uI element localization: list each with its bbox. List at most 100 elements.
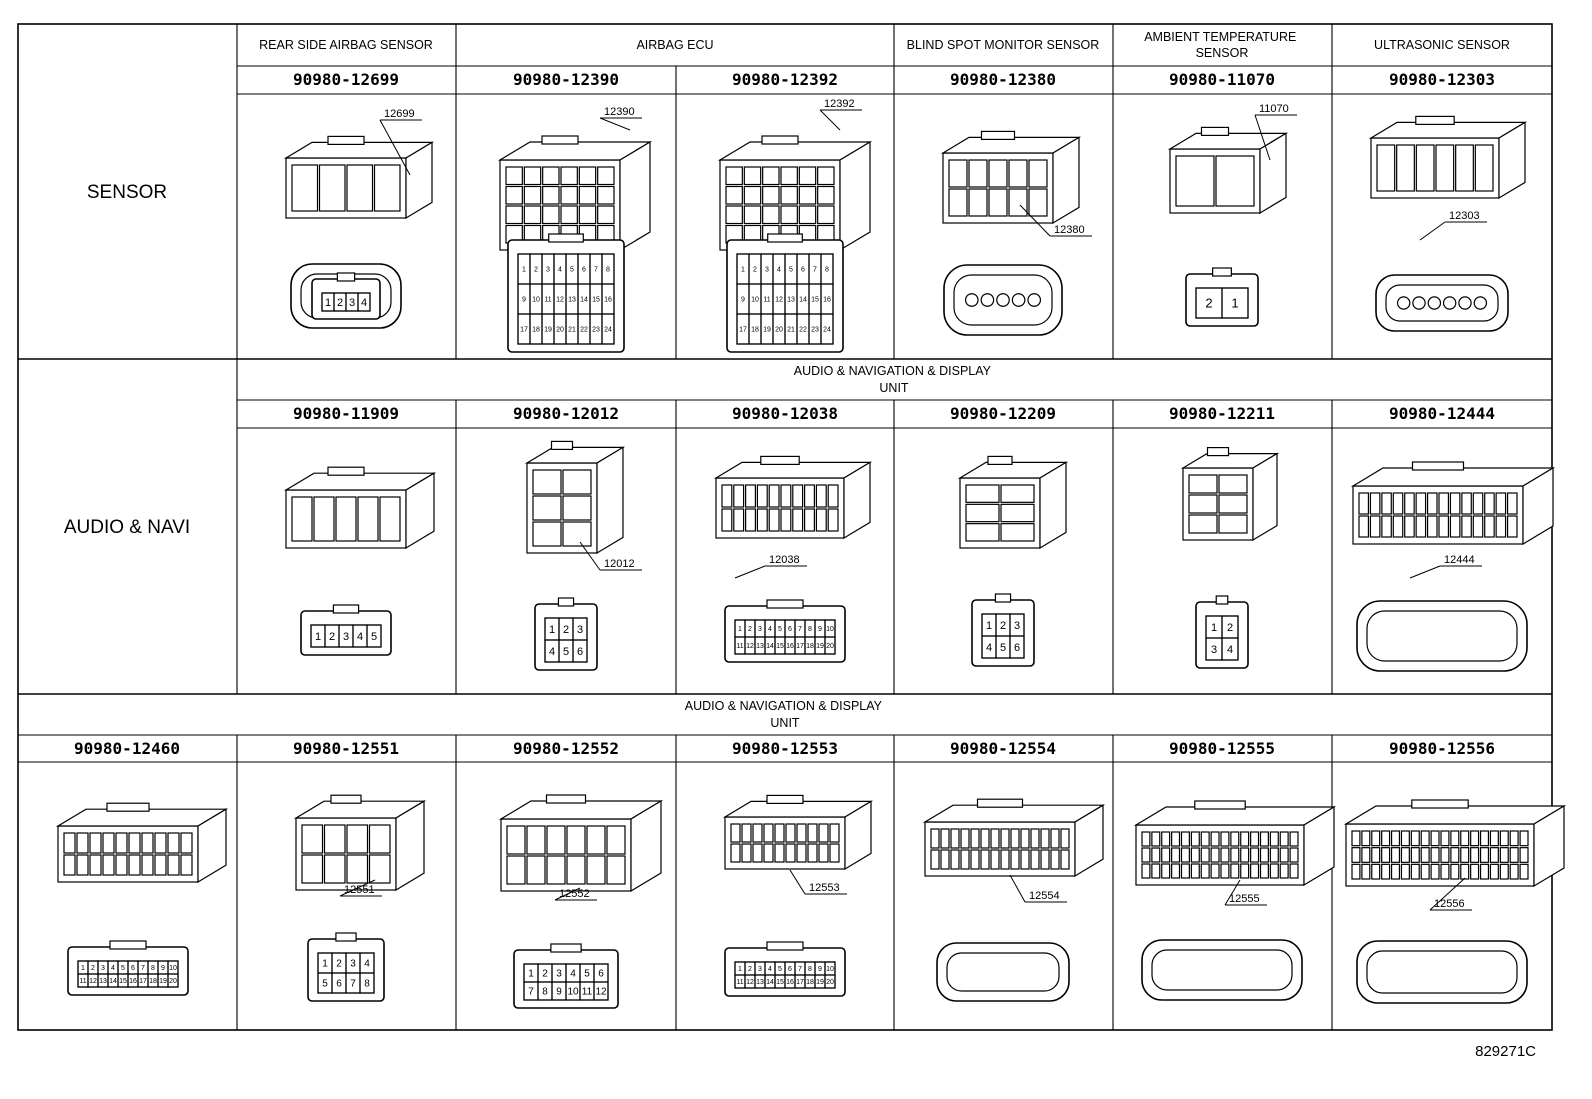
pin-number: 4	[357, 631, 363, 643]
pin-number: 11	[736, 979, 743, 986]
pin-number: 6	[336, 979, 342, 990]
pin-number: 9	[818, 966, 822, 973]
pin-number: 24	[823, 327, 831, 334]
pin-number: 6	[788, 626, 792, 633]
pin-number: 10	[532, 297, 540, 304]
pin-number: 1	[522, 267, 526, 274]
part-number: 90980-12556	[1389, 739, 1495, 758]
header-blind-spot-monitor-sensor: BLIND SPOT MONITOR SENSOR	[907, 38, 1100, 52]
pin-number: 1	[549, 624, 555, 636]
pin-number: 6	[598, 969, 604, 980]
pin-number: 1	[322, 959, 328, 970]
pin-number: 15	[776, 979, 784, 986]
connector-12390-housing	[497, 135, 653, 252]
pin-number: 3	[349, 297, 355, 309]
pin-number: 2	[1000, 620, 1006, 632]
pin-number: 2	[329, 631, 335, 643]
pin-number: 3	[577, 624, 583, 636]
part-number: 90980-12038	[732, 404, 838, 423]
pin-number: 12	[775, 297, 783, 304]
pin-number: 5	[778, 966, 782, 973]
connector-11909-housing	[283, 466, 437, 550]
pin-number: 3	[1014, 620, 1020, 632]
pin-number: 6	[1014, 642, 1020, 654]
pin-number: 2	[534, 267, 538, 274]
header-ambient-temperature-sensor: AMBIENT TEMPERATURE SENSOR	[1144, 30, 1300, 60]
pin-number: 9	[556, 987, 562, 998]
pin-number: 1	[1211, 622, 1217, 634]
pin-number: 1	[738, 626, 742, 633]
pin-number: 12	[89, 978, 97, 985]
pin-number: 15	[776, 643, 784, 650]
pin-number: 8	[808, 626, 812, 633]
pin-number: 11	[79, 978, 86, 985]
pin-number: 19	[816, 979, 824, 986]
pin-number: 17	[796, 643, 804, 650]
pin-number: 12	[556, 297, 564, 304]
pin-number: 18	[806, 979, 814, 986]
pin-number: 17	[796, 979, 804, 986]
pin-number: 18	[806, 643, 814, 650]
pin-number: 16	[786, 979, 794, 986]
pin-number: 1	[738, 966, 742, 973]
connector-12392-housing	[717, 135, 873, 252]
part-number: 90980-11070	[1169, 70, 1275, 89]
pin-number: 5	[584, 969, 590, 980]
callout-12038: 12038	[734, 554, 807, 579]
callout-label: 12392	[824, 98, 855, 110]
table-subgrid	[18, 24, 1552, 1030]
connector-12380-housing	[940, 130, 1082, 225]
pin-number: 14	[580, 297, 588, 304]
connector-12555-housing	[1133, 800, 1337, 887]
pin-number: 10	[751, 297, 759, 304]
pin-number: 20	[826, 979, 834, 986]
part-number: 90980-12552	[513, 739, 619, 758]
pin-number: 20	[169, 978, 177, 985]
pin-number: 2	[91, 965, 95, 972]
pin-number: 2	[748, 626, 752, 633]
callout-12380: 12380	[1019, 204, 1092, 237]
callout-label: 11070	[1259, 103, 1289, 115]
connector-12556-housing	[1343, 799, 1567, 888]
pin-number: 8	[825, 267, 829, 274]
pin-number: 5	[563, 646, 569, 658]
header-line-2: UNIT	[770, 716, 800, 730]
part-number: 90980-12303	[1389, 70, 1495, 89]
pin-number: 20	[556, 327, 564, 334]
connector-12303-face	[1375, 274, 1509, 332]
pin-number: 12	[595, 987, 607, 998]
callout-12556: 12556	[1429, 877, 1472, 911]
header-audio-navigation-display-unit-2: AUDIO & NAVIGATION & DISPLAY UNIT	[685, 699, 886, 730]
callout-label: 12012	[604, 558, 635, 570]
pin-number: 6	[577, 646, 583, 658]
pin-number: 1	[315, 631, 321, 643]
pin-number: 2	[753, 267, 757, 274]
pin-number: 21	[787, 327, 795, 334]
pin-number: 15	[119, 978, 127, 985]
pin-number: 7	[141, 965, 145, 972]
pin-number: 7	[798, 626, 802, 633]
pin-number: 2	[1205, 296, 1212, 311]
connector-12551-housing	[293, 794, 427, 892]
pin-number: 20	[775, 327, 783, 334]
callout-label: 12444	[1444, 554, 1475, 566]
connector-12553-housing	[722, 794, 874, 871]
pin-number: 6	[788, 966, 792, 973]
pin-number: 17	[520, 327, 528, 334]
connector-12038-housing	[713, 455, 873, 540]
pin-number: 4	[768, 626, 772, 633]
pin-number: 8	[364, 979, 370, 990]
pin-number: 5	[322, 979, 328, 990]
pin-number: 23	[592, 327, 600, 334]
pin-number: 1	[81, 965, 85, 972]
pin-number: 21	[568, 327, 576, 334]
pin-number: 6	[801, 267, 805, 274]
callout-label: 12555	[1229, 893, 1260, 905]
callout-label: 12551	[344, 884, 375, 896]
pin-number: 9	[161, 965, 165, 972]
connector-12552-housing	[498, 794, 664, 893]
